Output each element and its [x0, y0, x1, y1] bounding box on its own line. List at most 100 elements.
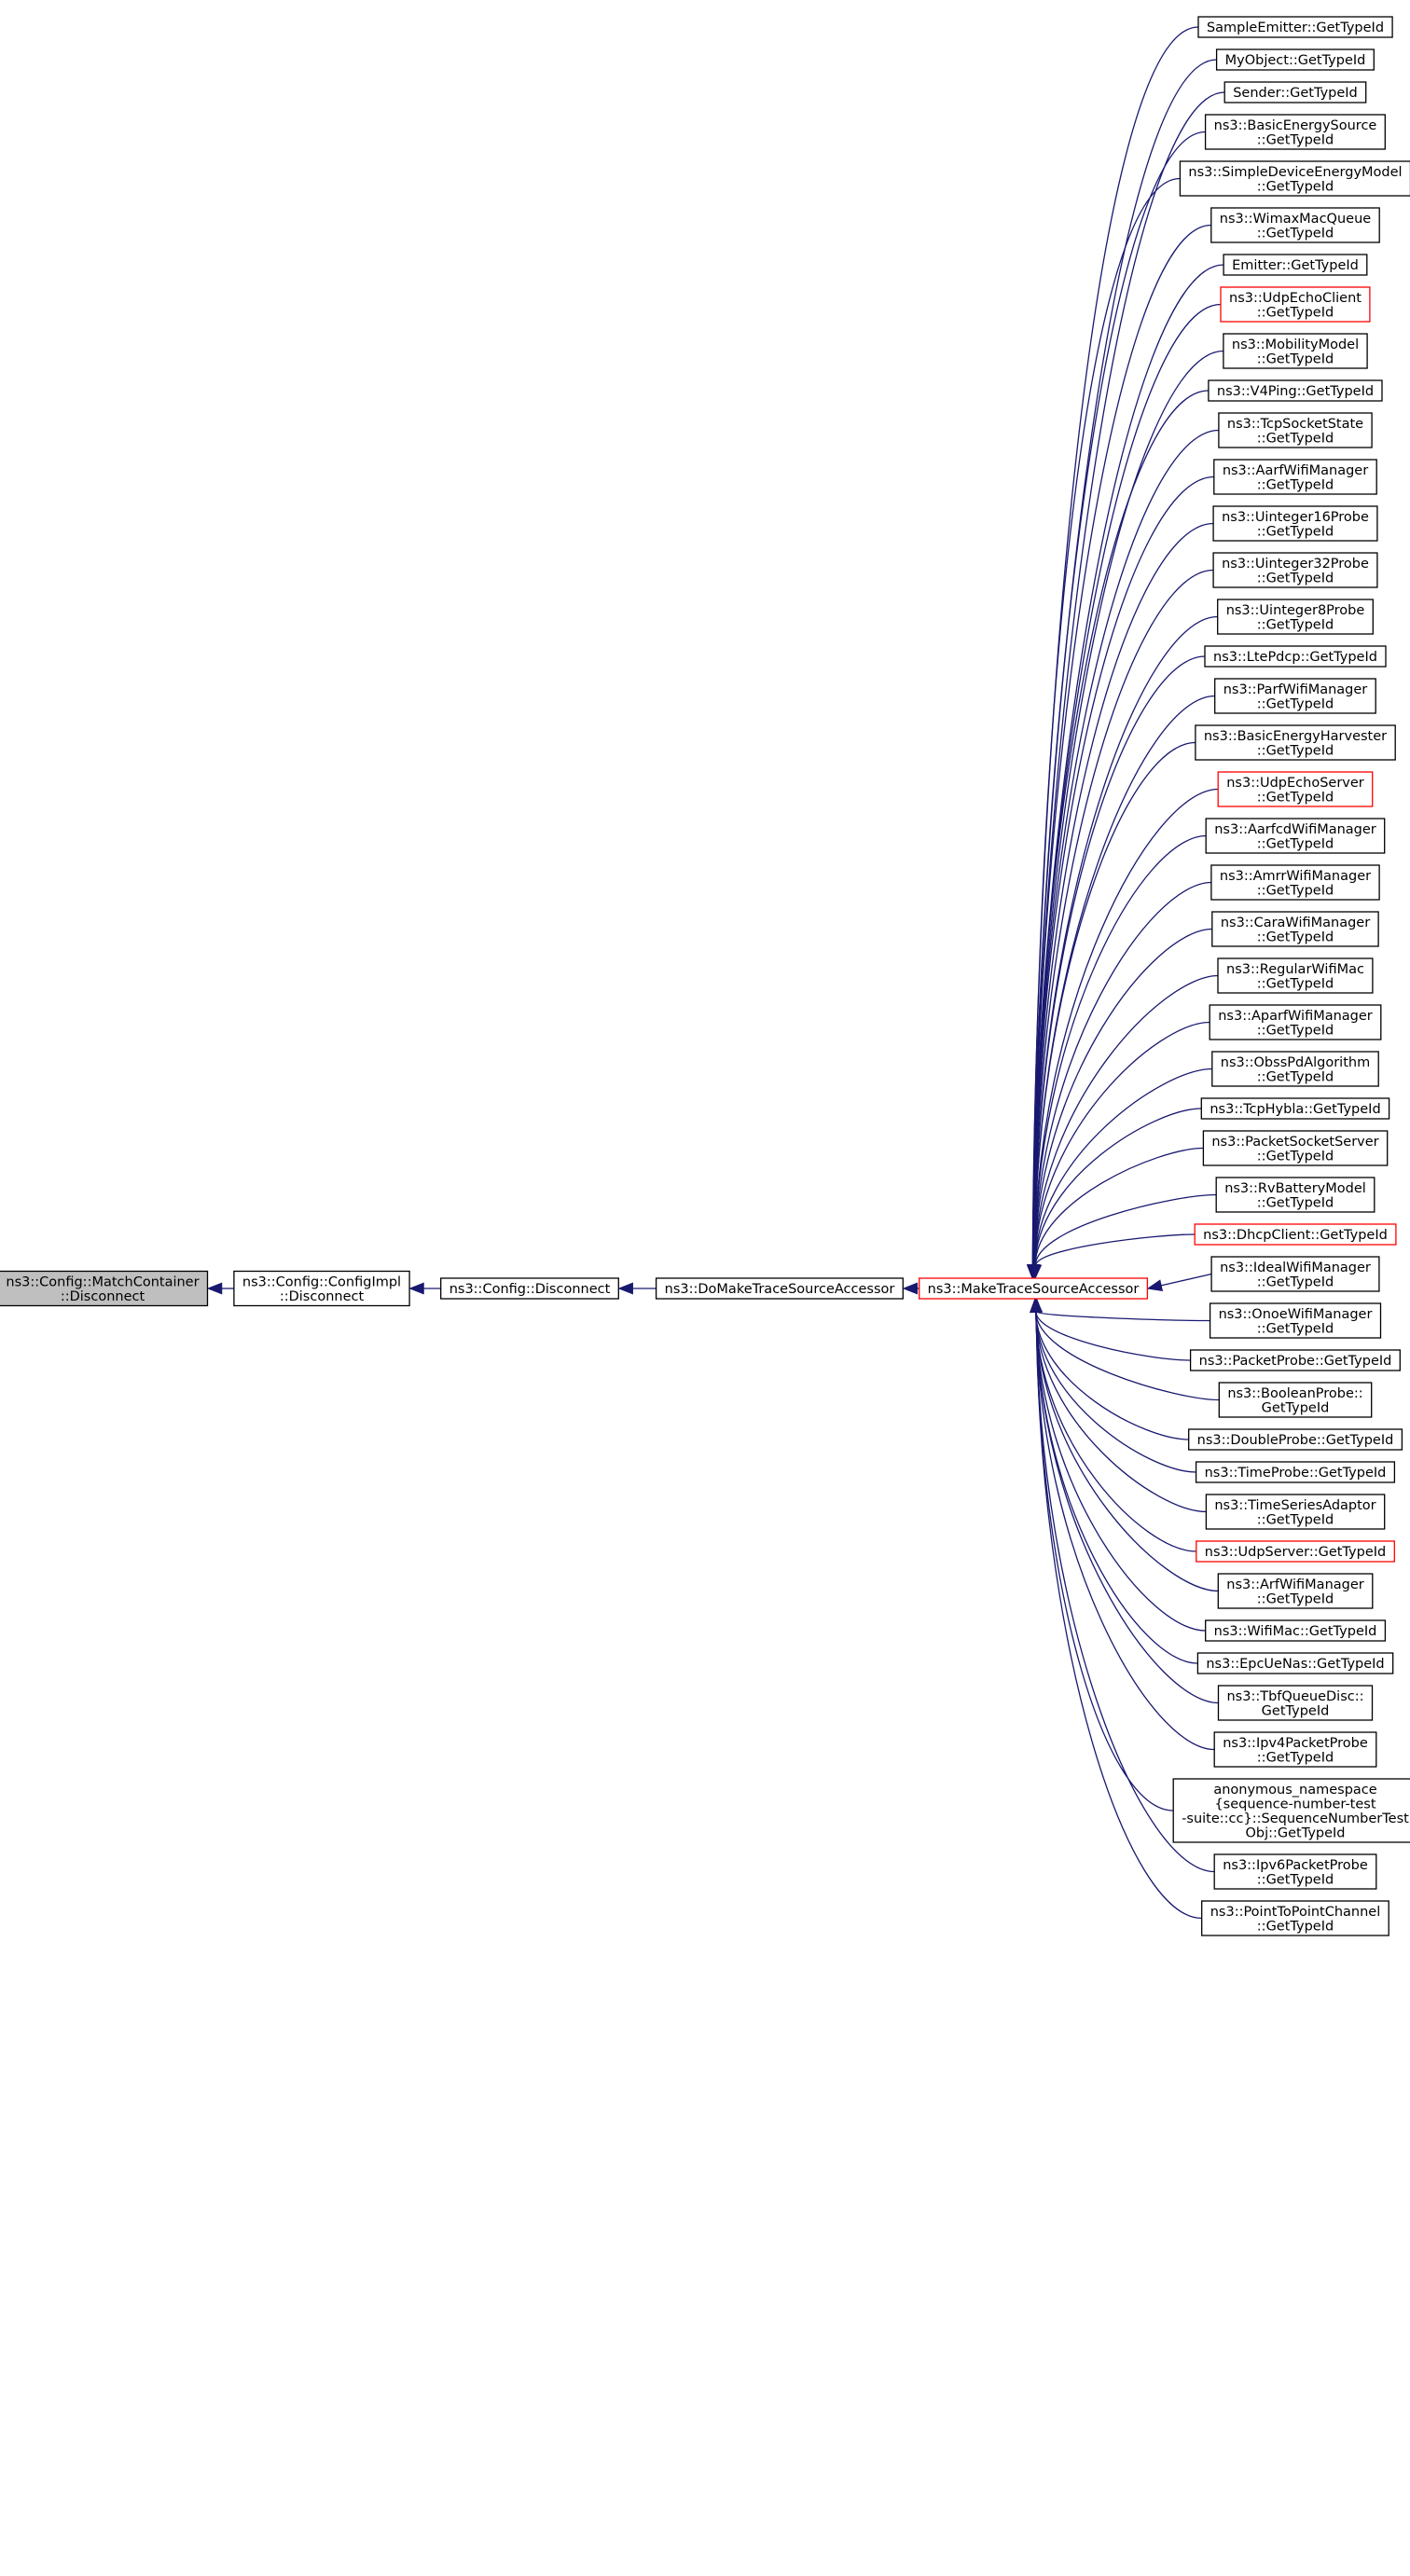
edge-caller-44	[1035, 1311, 1202, 1920]
node-config-impl-disconnect-box	[233, 1270, 410, 1307]
edge-caller-31	[1035, 1311, 1191, 1361]
node-caller-23[interactable]: ns3::AparfWifiManager::GetTypeId	[1209, 1004, 1382, 1040]
node-caller-0-box	[1197, 16, 1393, 38]
node-caller-44-label-1: ::GetTypeId	[1257, 1919, 1334, 1934]
node-caller-6-label-0: Emitter::GetTypeId	[1232, 258, 1359, 273]
node-caller-8[interactable]: ns3::MobilityModel::GetTypeId	[1223, 333, 1368, 369]
node-caller-22-box	[1217, 957, 1374, 994]
edge-caller-3	[1031, 131, 1206, 1266]
edge-caller-19	[1033, 834, 1207, 1266]
node-caller-3[interactable]: ns3::BasicEnergySource::GetTypeId	[1204, 114, 1386, 150]
node-caller-26-label-0: ns3::PacketSocketServer	[1211, 1135, 1378, 1150]
node-caller-9-box	[1208, 379, 1383, 402]
edge-caller-36	[1035, 1311, 1196, 1552]
node-caller-10-label-1: ::GetTypeId	[1257, 431, 1334, 446]
node-caller-37-label-1: ::GetTypeId	[1257, 1591, 1334, 1606]
node-caller-14[interactable]: ns3::Uinteger8Probe::GetTypeId	[1217, 599, 1374, 635]
node-caller-35[interactable]: ns3::TimeSeriesAdaptor::GetTypeId	[1205, 1494, 1386, 1530]
node-caller-8-label-1: ::GetTypeId	[1257, 351, 1334, 366]
node-caller-4[interactable]: ns3::SimpleDeviceEnergyModel::GetTypeId	[1179, 160, 1410, 197]
node-caller-19[interactable]: ns3::AarfcdWifiManager::GetTypeId	[1205, 818, 1386, 854]
node-caller-27-label-1: ::GetTypeId	[1257, 1195, 1334, 1210]
node-caller-7[interactable]: ns3::UdpEchoClient::GetTypeId	[1220, 286, 1371, 323]
node-caller-1[interactable]: MyObject::GetTypeId	[1215, 48, 1375, 71]
node-caller-28-label-0: ns3::DhcpClient::GetTypeId	[1203, 1228, 1388, 1243]
node-caller-36[interactable]: ns3::UdpServer::GetTypeId	[1196, 1540, 1395, 1563]
node-caller-10-label-0: ns3::TcpSocketState	[1227, 417, 1363, 432]
edge-caller-22	[1033, 974, 1219, 1266]
node-caller-40-box	[1217, 1685, 1374, 1721]
node-caller-41[interactable]: ns3::Ipv4PacketProbe::GetTypeId	[1213, 1731, 1377, 1768]
node-config-impl-disconnect[interactable]: ns3::Config::ConfigImpl::Disconnect	[233, 1270, 410, 1307]
node-caller-7-label-1: ::GetTypeId	[1257, 305, 1334, 320]
node-caller-33[interactable]: ns3::DoubleProbe::GetTypeId	[1188, 1428, 1403, 1451]
node-caller-38[interactable]: ns3::WifiMac::GetTypeId	[1205, 1619, 1387, 1642]
edge-caller-12	[1032, 522, 1214, 1266]
node-config-disconnect[interactable]: ns3::Config::Disconnect	[440, 1277, 619, 1300]
node-caller-28[interactable]: ns3::DhcpClient::GetTypeId	[1194, 1223, 1397, 1246]
node-caller-20-label-0: ns3::AmrrWifiManager	[1220, 869, 1371, 884]
node-caller-27[interactable]: ns3::RvBatteryModel::GetTypeId	[1215, 1177, 1375, 1213]
node-caller-25-box	[1200, 1097, 1390, 1120]
node-caller-17[interactable]: ns3::BasicEnergyHarvester::GetTypeId	[1195, 724, 1396, 761]
node-caller-37[interactable]: ns3::ArfWifiManager::GetTypeId	[1217, 1573, 1374, 1609]
node-caller-29[interactable]: ns3::IdealWifiManager::GetTypeId	[1210, 1256, 1380, 1292]
node-caller-41-label-1: ::GetTypeId	[1257, 1750, 1334, 1765]
arrow-match-container-disconnect	[206, 1282, 223, 1295]
edge-caller-33	[1034, 1311, 1189, 1440]
node-caller-26[interactable]: ns3::PacketSocketServer::GetTypeId	[1202, 1130, 1389, 1166]
node-caller-2[interactable]: Sender::GetTypeId	[1223, 81, 1367, 103]
node-caller-11-box	[1213, 459, 1377, 495]
edge-caller-21	[1033, 928, 1212, 1266]
node-caller-39-box	[1196, 1652, 1394, 1674]
node-caller-31-box	[1189, 1349, 1401, 1371]
node-config-impl-disconnect-label-1: ::Disconnect	[280, 1289, 365, 1304]
node-caller-35-label-1: ::GetTypeId	[1257, 1512, 1334, 1527]
node-caller-39[interactable]: ns3::EpcUeNas::GetTypeId	[1196, 1652, 1394, 1674]
node-caller-34[interactable]: ns3::TimeProbe::GetTypeId	[1195, 1461, 1396, 1483]
node-caller-8-box	[1223, 333, 1368, 369]
edge-caller-14	[1032, 615, 1218, 1266]
node-caller-42[interactable]: anonymous_namespace{sequence-number-test…	[1172, 1778, 1410, 1843]
edge-caller-18	[1033, 788, 1219, 1266]
node-caller-30[interactable]: ns3::OnoeWifiManager::GetTypeId	[1209, 1302, 1382, 1339]
edge-caller-17	[1033, 741, 1196, 1266]
node-caller-42-label-0: anonymous_namespace	[1213, 1783, 1376, 1798]
edge-caller-9	[1032, 390, 1209, 1266]
node-caller-20[interactable]: ns3::AmrrWifiManager::GetTypeId	[1210, 864, 1380, 901]
node-match-container-disconnect[interactable]: ns3::Config::MatchContainer::Disconnect	[0, 1270, 209, 1307]
node-do-make-trace-source-accessor[interactable]: ns3::DoMakeTraceSourceAccessor	[655, 1277, 904, 1300]
node-caller-7-label-0: ns3::UdpEchoClient	[1229, 291, 1362, 306]
node-caller-24[interactable]: ns3::ObssPdAlgorithm::GetTypeId	[1211, 1051, 1379, 1087]
node-caller-22[interactable]: ns3::RegularWifiMac::GetTypeId	[1217, 957, 1374, 994]
node-caller-11[interactable]: ns3::AarfWifiManager::GetTypeId	[1213, 459, 1377, 495]
node-caller-25[interactable]: ns3::TcpHybla::GetTypeId	[1200, 1097, 1390, 1120]
node-caller-0[interactable]: SampleEmitter::GetTypeId	[1197, 16, 1393, 38]
node-caller-43[interactable]: ns3::Ipv6PacketProbe::GetTypeId	[1213, 1853, 1377, 1890]
node-caller-5[interactable]: ns3::WimaxMacQueue::GetTypeId	[1210, 207, 1380, 243]
node-caller-43-box	[1213, 1853, 1377, 1890]
node-caller-31[interactable]: ns3::PacketProbe::GetTypeId	[1189, 1349, 1401, 1371]
node-caller-13[interactable]: ns3::Uinteger32Probe::GetTypeId	[1212, 552, 1378, 588]
edge-caller-42	[1035, 1311, 1174, 1811]
node-caller-30-box	[1209, 1302, 1382, 1339]
node-make-trace-source-accessor[interactable]: ns3::MakeTraceSourceAccessor	[919, 1277, 1149, 1300]
node-caller-18[interactable]: ns3::UdpEchoServer::GetTypeId	[1217, 771, 1374, 807]
node-caller-6[interactable]: Emitter::GetTypeId	[1223, 254, 1368, 276]
edge-caller-20	[1033, 881, 1211, 1266]
node-caller-5-label-1: ::GetTypeId	[1257, 226, 1334, 241]
node-caller-29-label-0: ns3::IdealWifiManager	[1220, 1260, 1371, 1275]
node-caller-40[interactable]: ns3::TbfQueueDisc::GetTypeId	[1217, 1685, 1374, 1721]
node-caller-21[interactable]: ns3::CaraWifiManager::GetTypeId	[1211, 911, 1379, 947]
node-caller-12[interactable]: ns3::Uinteger16Probe::GetTypeId	[1212, 505, 1378, 542]
node-caller-10[interactable]: ns3::TcpSocketState::GetTypeId	[1218, 412, 1373, 448]
node-caller-14-label-0: ns3::Uinteger8Probe	[1226, 603, 1365, 618]
node-caller-44[interactable]: ns3::PointToPointChannel::GetTypeId	[1201, 1900, 1389, 1936]
node-caller-34-label-0: ns3::TimeProbe::GetTypeId	[1205, 1466, 1387, 1481]
node-caller-9[interactable]: ns3::V4Ping::GetTypeId	[1208, 379, 1383, 402]
node-caller-32[interactable]: ns3::BooleanProbe::GetTypeId	[1218, 1382, 1373, 1418]
node-caller-16[interactable]: ns3::ParfWifiManager::GetTypeId	[1214, 678, 1376, 714]
node-caller-15-box	[1204, 645, 1387, 668]
node-caller-15[interactable]: ns3::LtePdcp::GetTypeId	[1204, 645, 1387, 668]
